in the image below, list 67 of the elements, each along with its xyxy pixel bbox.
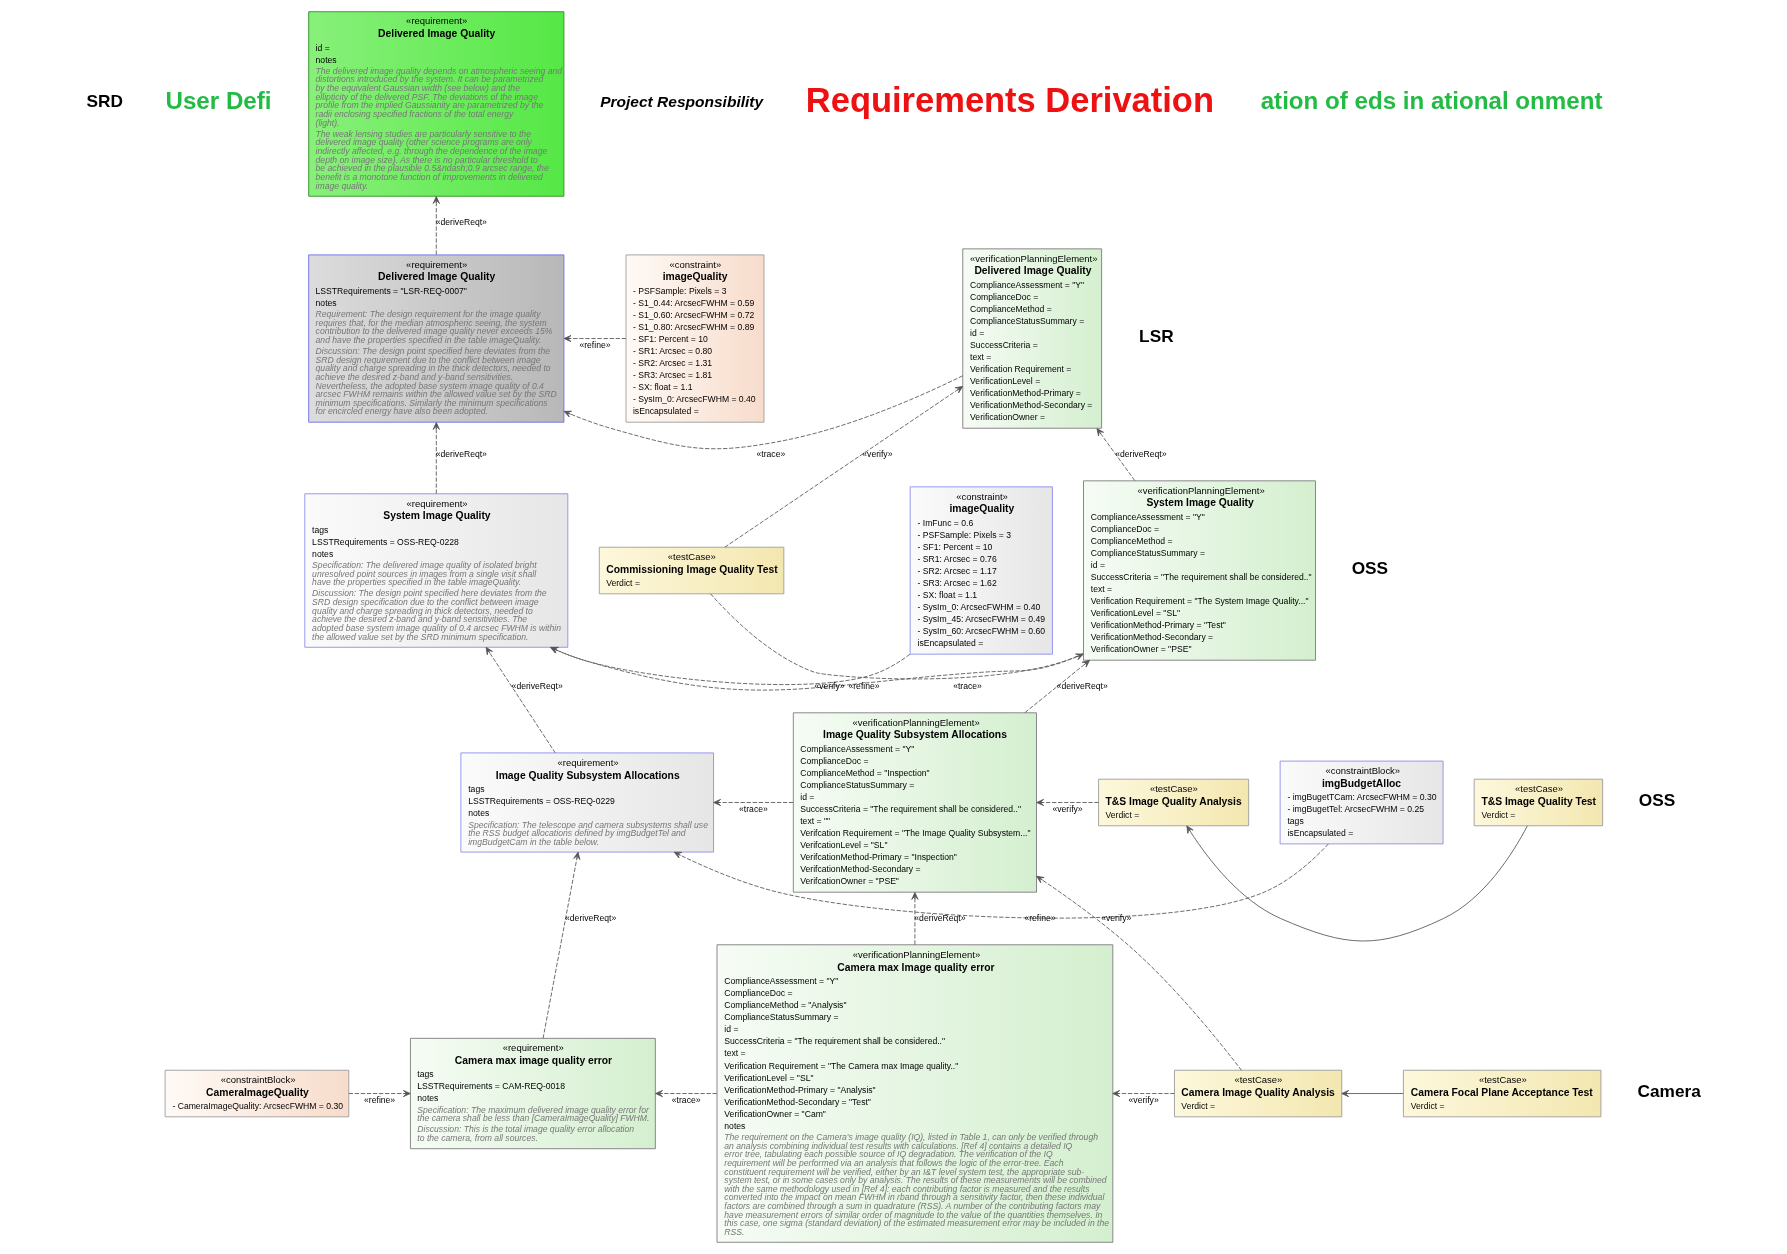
- arrow: [673, 843, 1329, 919]
- arrow: [709, 593, 1084, 680]
- arrow: [1185, 825, 1528, 942]
- arrow: [432, 422, 440, 495]
- node-box: «testCase» Camera Image Quality Analysis Verdict =: [1173, 1069, 1342, 1118]
- arrow: [485, 646, 556, 754]
- node-box: «requirement» Image Quality Subsystem Allocations tags LSSTRequirements = OSS-REQ-0229 notes Specification: The telescope and camera subsystems shall use the RSS budget allocations defined by imgBudgetTel and imgBudgetCam in the table below.: [459, 752, 714, 853]
- edge-label: «trace»: [952, 680, 982, 691]
- edge-label: «verify»: [1128, 1095, 1159, 1106]
- arrow: [1035, 875, 1242, 1071]
- edge-label: «trace»: [738, 803, 768, 814]
- node-box: «verificationPlanningElement» Image Quality Subsystem Allocations ComplianceAssessment = "Y" ComplianceDoc = ComplianceMethod = "Inspection" ComplianceStatusSummary = id = SuccessCriteria = "The requirement shall be considered.." text = "" Verifcation Requirement = "The Image Quality Subsystem..." VerifcationLevel = "SL" VerifcationMethod-Primary = "Inspection" VerifcationMethod-Secondary = VerifcationOwner = "PSE": [792, 712, 1037, 893]
- arrow: [542, 851, 580, 1039]
- arrow: [723, 386, 963, 548]
- arrow: [563, 375, 963, 450]
- edge-label: «verify»: [1100, 912, 1131, 923]
- edge-label: «refine»: [847, 680, 880, 691]
- node-box: «verificationPlanningElement» System Image Quality ComplianceAssessment = "Y" ComplianceDoc = ComplianceMethod = ComplianceStatusSummary = id = SuccessCriteria = "The requirement shall be considered.." text = Verification Requirement = "The System Image Quality..." VerificationLevel = "SL" VerificationMethod-Primary = "Test" VerificationMethod-Secondary = VerificationOwner = "PSE": [1082, 480, 1316, 661]
- edge-label: «deriveReqt»: [1114, 448, 1166, 459]
- edge-label: «deriveReqt»: [511, 680, 563, 691]
- label: Project Responsibility: [599, 92, 763, 110]
- label: OSS: [1638, 789, 1675, 810]
- arrow: [1035, 798, 1099, 806]
- node-box: «testCase» Commissioning Image Quality Test Verdict =: [598, 546, 784, 595]
- arrow: [910, 892, 918, 946]
- edge-label: «deriveReqt»: [564, 912, 616, 923]
- edge-label: «verify»: [1051, 803, 1083, 814]
- node-box: «constraint» imageQuality - ImFunc = 0.6 - PSFSample: Pixels = 3 - SF1: Percent = 10 - SR1: Arcsec = 0.76 - SR2: Arcsec = 1.17 - SR3: Arcsec = 1.62 - SX: float = 1.1 - SysIm_0: ArcsecFWHM = 0.40 - SysIm_45: ArcsecFWHM = 0.49 - SysIm_60: ArcsecFWHM = 0.60 isEncapsulated =: [909, 486, 1053, 655]
- node-box: «constraint» imageQuality - PSFSample: Pixels = 3 - S1_0.44: ArcsecFWHM = 0.59 - S1_0.60: ArcsecFWHM = 0.72 - S1_0.80: ArcsecFWHM = 0.89 - SF1: Percent = 10 - SR1: Arcsec = 0.80 - SR2: Arcsec = 1.31 - SR3: Arcsec = 1.81 - SX: float = 1.1 - SysIm_0: ArcsecFWHM = 0.40 isEncapsulated =: [625, 254, 764, 423]
- node-box: «testCase» T&S Image Quality Test Verdict =: [1473, 778, 1603, 827]
- edge-label: «verify»: [861, 448, 892, 459]
- node-box: «testCase» Camera Focal Plane Acceptance Test Verdict =: [1402, 1069, 1601, 1118]
- arrow: [1340, 1090, 1404, 1098]
- edge-label: «deriveReqt»: [435, 448, 487, 459]
- label: Camera: [1637, 1080, 1701, 1101]
- node-box: «verificationPlanningElement» Delivered Image Quality ComplianceAssessment = "Y" ComplianceDoc = ComplianceMethod = ComplianceStatusSummary = id = SuccessCriteria = text = Verification Requirement = VerificationLevel = VerificationMethod-Primary = VerificationMethod-Secondary = VerificationOwner =: [961, 248, 1102, 429]
- node-box: «verificationPlanningElement» Camera max Image quality error ComplianceAssessment = "Y" ComplianceDoc = ComplianceMethod = "Analysis" ComplianceStatusSummary = id = SuccessCriteria = "The requirement shall be considered.." text = Verification Requirement = "The Camera max Image quality.." VerificationLevel = "SL" VerificationMethod-Primary = "Analysis" VerificationMethod-Secondary = "Test" VerificationOwner = "Cam" notes The requirement on the Camera's image quality (IQ), listed in Table 1, can only be verified through an analysis combining individual test results with calculations. [Ref 4] contains a detailed IQ error tree, tabulating each possible source of IQ degradation. The verification of the IQ requirement will be performed via an analysis that follows the logic of the error-tree. Each constituent requirement will be verified, either by an I&T level system test, the appropriate sub-system test, or in some cases only by analysis. The results of these measurements will be combined with the same methodology used in [Ref 4]: each contributing factor is measured and the results converted into the impact on mean FWHM in rband through a sensitivity factor, then these individual factors are combined through a sum in quadrature (RSS). A number of the contributing factors may have measurement errors of similar order of magnitude to the value of the quantities themselves. In this case, one sigma (standard deviation) of the estimated measurement error may be included in the RSS.: [716, 944, 1113, 1243]
- edge-label: «verify»: [813, 680, 845, 691]
- node-box: «requirement» System Image Quality tags LSSTRequirements = OSS-REQ-0228 notes Specification: The delivered image quality of isolated bright unresolved point sources in images from a single visit shall have the properties specified in the table imageQuality. Discussion: The design point specified here deviates from the SRD design specification due to the conflict between image quality and charge spreading in thick detectors, needed to achieve the desired z-band and y-band sensitivities. The adopted base system image quality of 0.4 arcsec FWHM is within the allowed value set by the SRD minimum specification.: [303, 493, 568, 648]
- node-box: «constraintBlock» CameraImageQuality - CameraImageQuality: ArcsecFWHM = 0.30: [164, 1069, 349, 1118]
- edge-label: «trace»: [756, 448, 785, 459]
- arrow: [347, 1090, 411, 1098]
- node-box: «requirement» Camera max image quality error tags LSSTRequirements = CAM-REQ-0018 notes Specification: The maximum delivered image quality error for the camera shall be less than [CameraImageQuality] FWHM. Discussion: This is the total image quality error allocation to the camera, from all sources.: [409, 1037, 656, 1150]
- node-box: «requirement» Delivered Image Quality LSSTRequirements = "LSR-REQ-0007" notes Requirement: The design requirement for the image quality requires that, for the median atmospheric seeing, the system contribution to the delivered image quality never exceeds 15% and have the properties specified in the table imageQuality. Discussion: The design point specified here deviates from the SRD design requirement due to the conflict between image quality and charge spreading in the thick detectors, needed to achieve the desired z-band and y-band sensitivities. Nevertheless, the adopted base system image quality of 0.4 arcsec FWHM remains within the allowed value set by the SRD minimum specifications. Similarly the minimum specifications for encircled energy have also been adopted.: [307, 254, 564, 423]
- edge-label: «refine»: [1023, 912, 1056, 923]
- arrow: [1111, 1090, 1175, 1098]
- node-box: «constraintBlock» imgBudgetAlloc - imgBugetTCam: ArcsecFWHM = 0.30 - imgBugetTel: ArcsecFWHM = 0.25 tags isEncapsulated =: [1279, 760, 1444, 845]
- edge-label: «refine»: [363, 1095, 395, 1106]
- edge-label: «deriveReqt»: [913, 912, 966, 923]
- label: OSS: [1351, 557, 1388, 578]
- arrow: [654, 1090, 717, 1098]
- edge-label: «refine»: [578, 340, 611, 351]
- label: SRD: [86, 91, 123, 112]
- arrow: [1024, 659, 1090, 714]
- node-box: «requirement» Delivered Image Quality id = notes The delivered image quality depends on atmospheric seeing and distortions introduced by the system. It can be parametrized by the equivalent Gaussian width (see below) and the ellipticity of the delivered PSF. The deviations of the image profile from the implied Gaussianity are parametrized by the radii enclosing specified fractions of the total energy (light). The weak lensing studies are particularly sensitive to the delivered image quality (other science programs are only indirectly affected, e.g. through the dependence of the image depth on image size). As there is no particular threshold to be achieved in the plausible 0.5&ndash;0.9 arcsec range, the benefit is a monotone function of improvements in delivered image quality.: [307, 11, 564, 197]
- edge-label: «deriveReqt»: [435, 216, 487, 227]
- label: Requirements Derivation: [805, 80, 1214, 119]
- arrow: [1096, 428, 1135, 482]
- edge-label: «deriveReqt»: [1056, 680, 1108, 691]
- label: LSR: [1138, 325, 1174, 346]
- arrow: [563, 335, 626, 343]
- arrow: [432, 196, 440, 256]
- node-box: «testCase» T&S Image Quality Analysis Verdict =: [1097, 778, 1249, 827]
- arrow: [712, 798, 794, 806]
- label: ation of eds in ational onment: [1260, 87, 1602, 115]
- edge-label: «trace»: [671, 1095, 701, 1106]
- label: User Defi: [165, 87, 271, 115]
